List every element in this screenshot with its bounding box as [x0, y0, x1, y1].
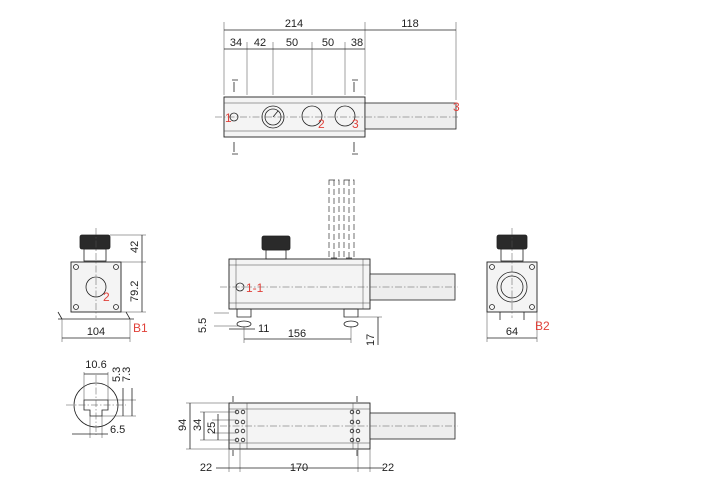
dim-slot-7-3: 7.3	[121, 367, 133, 382]
front-knob	[261, 235, 291, 251]
dim-top-42: 42	[254, 37, 266, 49]
dim-top-118: 118	[401, 18, 419, 30]
dim-slot-6-5: 6.5	[110, 424, 125, 436]
dim-bottom-25: 25	[206, 422, 218, 434]
label-port-2: 2	[318, 117, 325, 131]
dim-top-38: 38	[351, 37, 363, 49]
dim-front-156: 156	[288, 328, 306, 340]
dim-left-79-2: 79.2	[129, 281, 141, 302]
port-2-circle	[301, 105, 323, 127]
dim-slot-5-3: 5.3	[111, 367, 123, 382]
label-port-1: 1	[225, 111, 232, 125]
label-view-b2: B2	[535, 319, 550, 333]
left-knob	[79, 234, 111, 250]
top-view: 214 118 34 42 50 50 38 1 2 3 3	[215, 18, 460, 155]
dim-top-50b: 50	[322, 37, 334, 49]
dim-bottom-22-left: 22	[200, 462, 212, 474]
dim-front-17: 17	[365, 334, 377, 346]
dim-top-50a: 50	[286, 37, 298, 49]
slot-detail: 10.6 5.3 7.3 6.5	[66, 359, 136, 438]
dim-top-34: 34	[230, 37, 242, 49]
dim-front-11: 11	[258, 323, 269, 335]
dim-bottom-22-right: 22	[382, 462, 394, 474]
top-rod	[364, 102, 457, 130]
front-view: 1-1 5.5 11 156 17	[197, 179, 458, 346]
dim-bottom-170: 170	[290, 462, 308, 474]
front-body	[228, 258, 371, 310]
port-1-circle	[229, 112, 239, 122]
dim-left-104: 104	[87, 326, 105, 338]
dim-bottom-34: 34	[192, 419, 204, 431]
label-1-1: 1-1	[246, 281, 264, 295]
label-port-3: 3	[352, 117, 359, 131]
port-3-circle	[334, 105, 356, 127]
label-side-2: 2	[103, 290, 110, 304]
label-view-b1: B1	[133, 321, 148, 335]
label-rod-3: 3	[453, 100, 460, 114]
dim-slot-10-6: 10.6	[85, 359, 106, 371]
bottom-view: 94 34 25 22 170 22	[177, 396, 458, 474]
right-view: 64 B2	[486, 228, 550, 342]
dim-bottom-94: 94	[177, 419, 189, 431]
dim-top-214: 214	[285, 18, 303, 30]
dim-left-42: 42	[129, 241, 141, 253]
dim-front-5-5: 5.5	[197, 318, 209, 333]
left-view: 2 42 79.2 104 B1	[57, 228, 148, 342]
gauge-circle	[261, 105, 285, 129]
dim-right-64: 64	[506, 326, 518, 338]
